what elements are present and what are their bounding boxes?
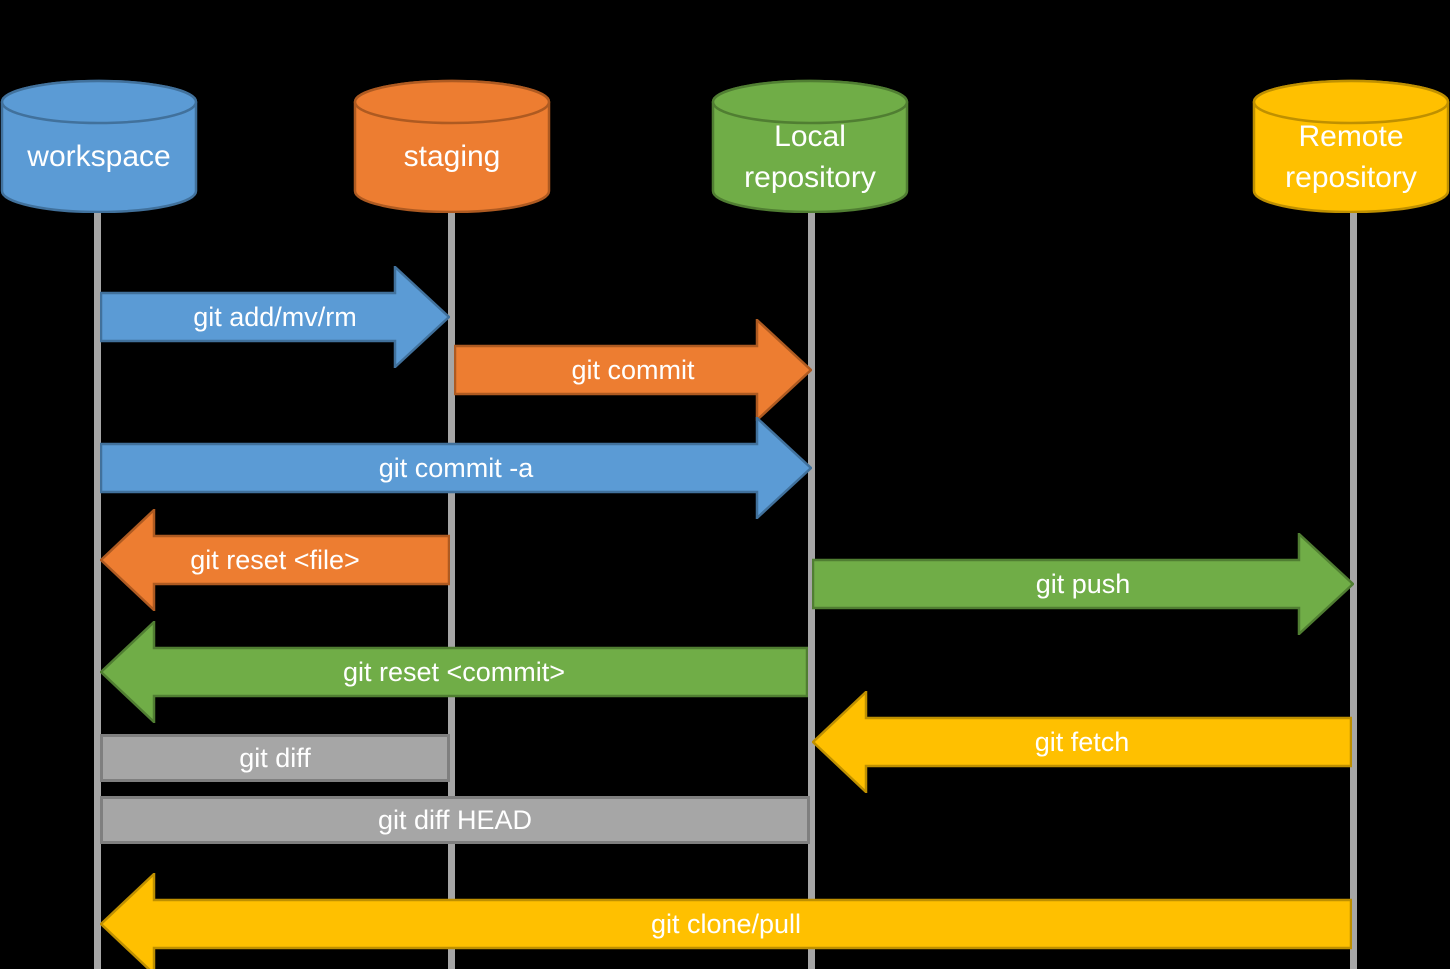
arrow-git-add-mv-rm: git add/mv/rm [100,266,450,368]
arrow-git-fetch: git fetch [812,691,1352,793]
lifeline-local-repository [808,140,815,969]
arrow-label: git add/mv/rm [193,302,357,332]
left-arrow-shape [100,621,808,723]
left-arrow-shape [812,691,1352,793]
bar-shape [100,734,450,782]
bar-label: git diff HEAD [377,805,533,835]
bar-shape [100,796,810,844]
arrow-label: git reset <file> [190,545,360,575]
arrow-label: git reset <commit> [342,657,566,687]
cylinder-top [353,79,551,125]
arrow-label: git commit [571,355,695,385]
lifeline-staging [448,140,455,969]
arrow-label: git fetch [1034,727,1130,757]
arrow-git-reset-file: git reset <file> [100,509,450,611]
cylinder-top [1252,79,1450,125]
arrow-label: git commit -a [378,453,534,483]
node-label-workspace: workspace [27,140,171,174]
arrow-git-clone-pull: git clone/pull [100,873,1352,969]
arrow-git-reset-commit: git reset <commit> [100,621,808,723]
node-label-staging: staging [403,140,501,174]
node-staging: staging [353,79,551,213]
cylinder-top [711,79,909,125]
left-arrow-shape [100,873,1352,969]
node-local-repository: Local repository [711,79,909,213]
bar-label: git diff [239,743,311,773]
arrow-label: git clone/pull [650,909,802,939]
node-remote-repository: Remote repository [1252,79,1450,213]
right-arrow-shape [454,319,812,421]
connector-git-diff: git diff [100,734,450,782]
arrow-git-commit-a: git commit -a [100,417,812,519]
right-arrow-shape [100,266,450,368]
node-label-local-repository: Local repository [744,119,876,194]
left-arrow-shape [100,509,450,611]
right-arrow-shape [100,417,812,519]
cylinder-top [0,79,198,125]
node-workspace: workspace [0,79,198,213]
right-arrow-shape [812,533,1354,635]
lifeline-workspace [94,140,101,969]
node-label-remote-repository: Remote repository [1285,119,1417,194]
arrow-git-commit: git commit [454,319,812,421]
connector-git-diff-head: git diff HEAD [100,796,810,844]
arrow-git-push: git push [812,533,1354,635]
lifeline-remote-repository [1350,140,1357,969]
arrow-label: git push [1035,569,1131,599]
